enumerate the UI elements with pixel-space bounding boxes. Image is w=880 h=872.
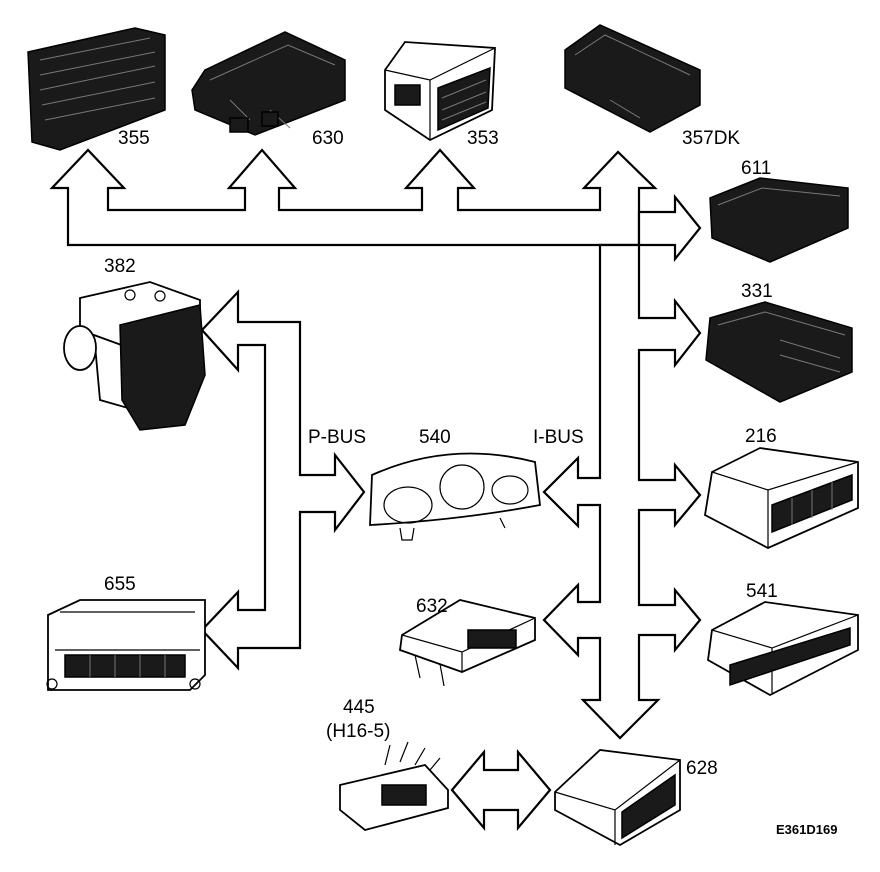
module-541-image [707,601,859,697]
module-216-image [704,447,859,549]
label-540: 540 [419,427,451,448]
i-bus-label: I-BUS [533,427,584,448]
module-357dk-image [564,24,701,133]
module-540-image [369,452,541,541]
image-code: E361D169 [776,822,837,837]
module-382-image [63,281,206,431]
label-628: 628 [686,758,718,779]
p-bus-arrow [200,289,366,671]
arrow-to-611 [637,193,702,263]
module-632-image [399,599,536,687]
label-632: 632 [416,596,448,617]
label-655: 655 [104,574,136,595]
arrow-445-628 [450,748,552,832]
p-bus-label: P-BUS [308,427,366,448]
module-655-image [46,599,206,691]
label-382: 382 [104,256,136,277]
module-628-image [554,749,681,847]
label-445: 445 [343,697,375,718]
module-611-image [709,177,849,263]
module-630-image [191,31,346,136]
label-541: 541 [746,581,778,602]
top-bus-arrow [49,148,658,247]
label-355: 355 [118,128,150,149]
module-445-image [339,741,449,831]
i-bus-trunk-arrow [542,243,702,740]
label-353: 353 [467,128,499,149]
label-445-sublabel: (H16-5) [326,721,390,742]
label-630: 630 [312,128,344,149]
label-216: 216 [745,426,777,447]
module-331-image [705,301,853,403]
module-355-image [27,27,166,151]
label-331: 331 [741,281,773,302]
module-353-image [384,41,496,142]
label-357dk: 357DK [682,128,740,149]
label-611: 611 [741,158,771,179]
